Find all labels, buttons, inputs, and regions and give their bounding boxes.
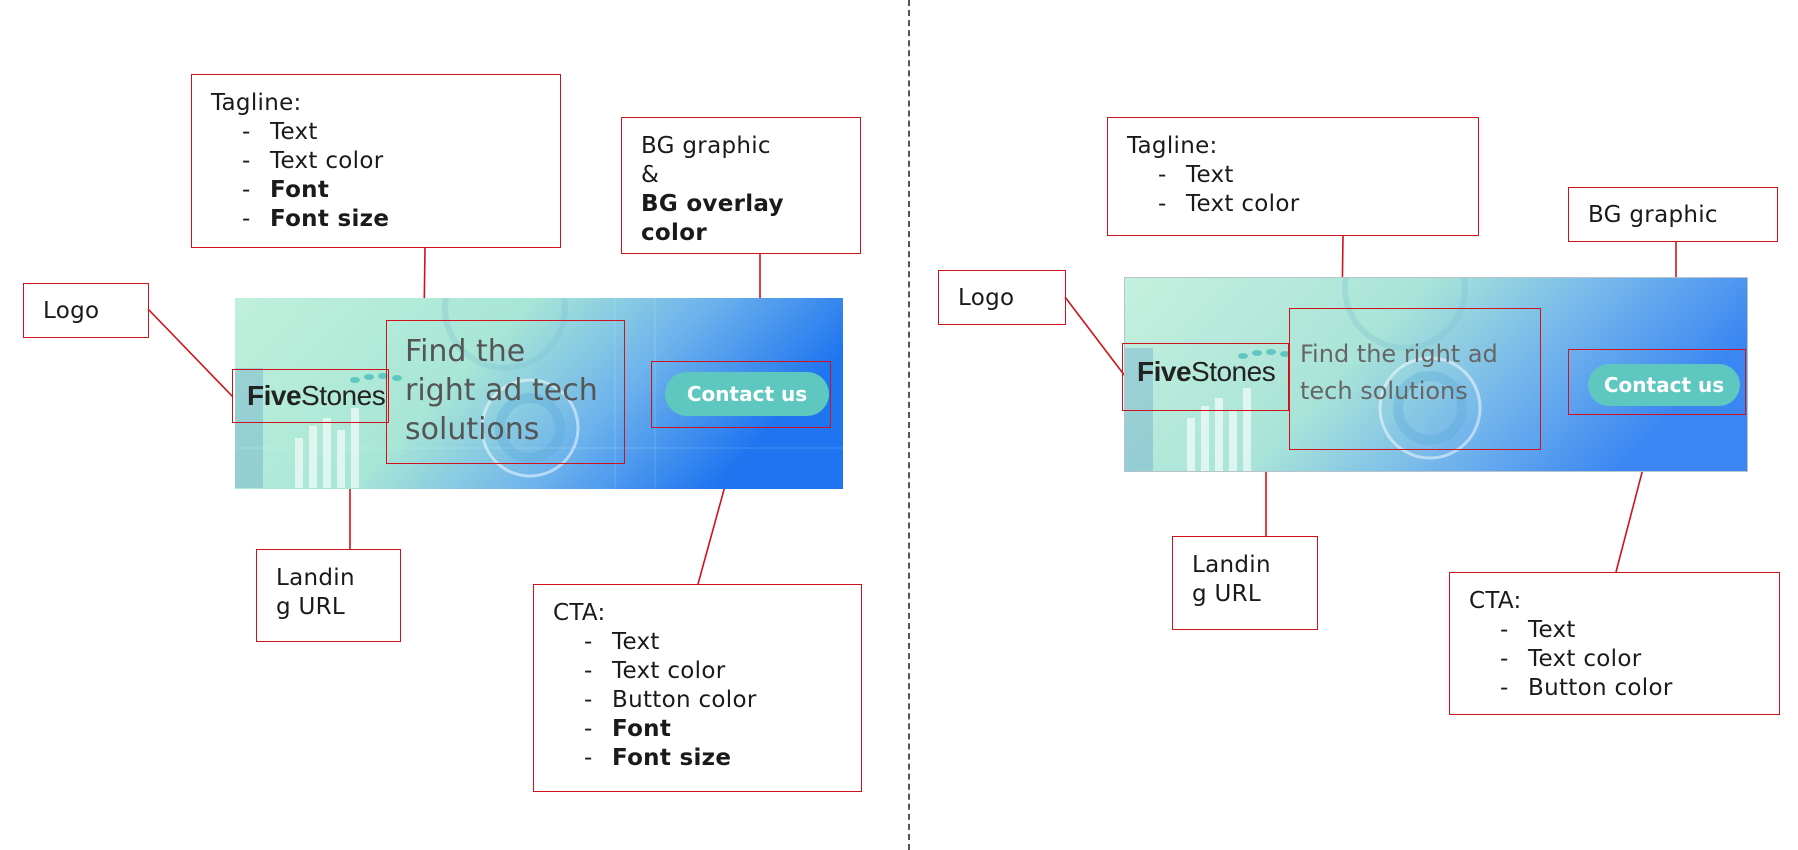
list-dash: -	[584, 687, 593, 713]
landing-url-callout-left: Landin g URL	[256, 549, 401, 642]
tagline-line: right ad tech	[405, 373, 598, 408]
banner-tagline-left: Find the right ad tech solutions	[405, 332, 598, 449]
tagline-line: Find the	[405, 334, 526, 369]
tagline-highlight-left	[386, 320, 625, 464]
tagline-prop: Text	[1186, 162, 1234, 188]
list-dash: -	[584, 745, 593, 771]
list-dash: -	[1158, 162, 1167, 188]
tagline-callout-title: Tagline:	[1127, 133, 1218, 159]
list-dash: -	[1158, 191, 1167, 217]
cta-callout-right: CTA: -Text -Text color -Button color	[1449, 572, 1780, 715]
bg-callout-right: BG graphic	[1568, 187, 1778, 242]
landing-callout-line: Landin	[1192, 552, 1271, 578]
cta-prop: Text color	[1528, 646, 1642, 672]
bg-callout-line: color	[641, 220, 707, 246]
banner-tagline-right: Find the right ad tech solutions	[1300, 336, 1498, 410]
logo-dots-icon	[350, 373, 402, 383]
cta-prop: Text color	[612, 658, 726, 684]
bg-callout-label: BG graphic	[1588, 202, 1718, 228]
logo-dots-icon	[1238, 349, 1290, 359]
banner-cta-button-right[interactable]: Contact us	[1588, 364, 1740, 406]
logo-callout-left: Logo	[23, 283, 149, 338]
tagline-highlight-right	[1289, 308, 1541, 450]
list-dash: -	[242, 148, 251, 174]
cta-highlight-right	[1568, 349, 1746, 415]
logo-connector-right	[1064, 296, 1126, 377]
cta-callout-title: CTA:	[553, 600, 606, 626]
bg-callout-left: BG graphic & BG overlay color	[621, 117, 861, 254]
cta-prop: Font size	[612, 745, 732, 771]
list-dash: -	[1500, 646, 1509, 672]
banner-logo-right[interactable]: FiveStones	[1137, 356, 1276, 388]
logo-highlight-right	[1122, 343, 1289, 411]
landing-url-callout-right: Landin g URL	[1172, 536, 1318, 630]
center-divider	[908, 0, 910, 850]
banner-left: FiveStones Find the right ad tech soluti…	[235, 298, 843, 489]
list-dash: -	[242, 119, 251, 145]
landing-callout-line: g URL	[276, 594, 346, 620]
list-dash: -	[242, 206, 251, 232]
logo-bold-text: Five	[1137, 356, 1192, 387]
logo-callout-label: Logo	[958, 285, 1015, 311]
landing-callout-line: g URL	[1192, 581, 1262, 607]
tagline-line: solutions	[405, 412, 540, 447]
list-dash: -	[584, 716, 593, 742]
logo-connector-left	[147, 308, 234, 398]
tagline-prop: Text	[270, 119, 318, 145]
logo-rest-text: Stones	[301, 380, 386, 411]
list-dash: -	[1500, 617, 1509, 643]
bg-callout-line: &	[641, 162, 660, 188]
tagline-callout-title: Tagline:	[211, 90, 302, 116]
list-dash: -	[242, 177, 251, 203]
cta-prop: Button color	[1528, 675, 1673, 701]
logo-highlight-left	[232, 369, 389, 423]
tagline-prop: Font size	[270, 206, 390, 232]
logo-callout-right: Logo	[938, 270, 1066, 325]
landing-callout-line: Landin	[276, 565, 355, 591]
cta-callout-title: CTA:	[1469, 588, 1522, 614]
logo-rest-text: Stones	[1191, 356, 1276, 387]
bg-callout-line: BG graphic	[641, 133, 771, 159]
cta-prop: Font	[612, 716, 672, 742]
tagline-line: tech solutions	[1300, 377, 1468, 405]
cta-prop: Text	[612, 629, 660, 655]
logo-callout-label: Logo	[43, 298, 100, 324]
cta-callout-left: CTA: -Text -Text color -Button color -Fo…	[533, 584, 862, 792]
list-dash: -	[584, 629, 593, 655]
tagline-prop: Text color	[1186, 191, 1300, 217]
logo-bold-text: Five	[247, 380, 302, 411]
banner-cta-button-left[interactable]: Contact us	[665, 372, 829, 416]
tagline-callout-left: Tagline: -Text -Text color -Font -Font s…	[191, 74, 561, 248]
list-dash: -	[1500, 675, 1509, 701]
cta-highlight-left	[651, 361, 831, 428]
cta-prop: Text	[1528, 617, 1576, 643]
tagline-callout-right: Tagline: -Text -Text color	[1107, 117, 1479, 236]
banner-right: FiveStones Find the right ad tech soluti…	[1124, 277, 1748, 472]
list-dash: -	[584, 658, 593, 684]
tagline-prop: Font	[270, 177, 330, 203]
tagline-line: Find the right ad	[1300, 340, 1498, 368]
bg-callout-line: BG overlay	[641, 191, 784, 217]
banner-logo-left[interactable]: FiveStones	[247, 380, 386, 412]
cta-prop: Button color	[612, 687, 757, 713]
tagline-prop: Text color	[270, 148, 384, 174]
